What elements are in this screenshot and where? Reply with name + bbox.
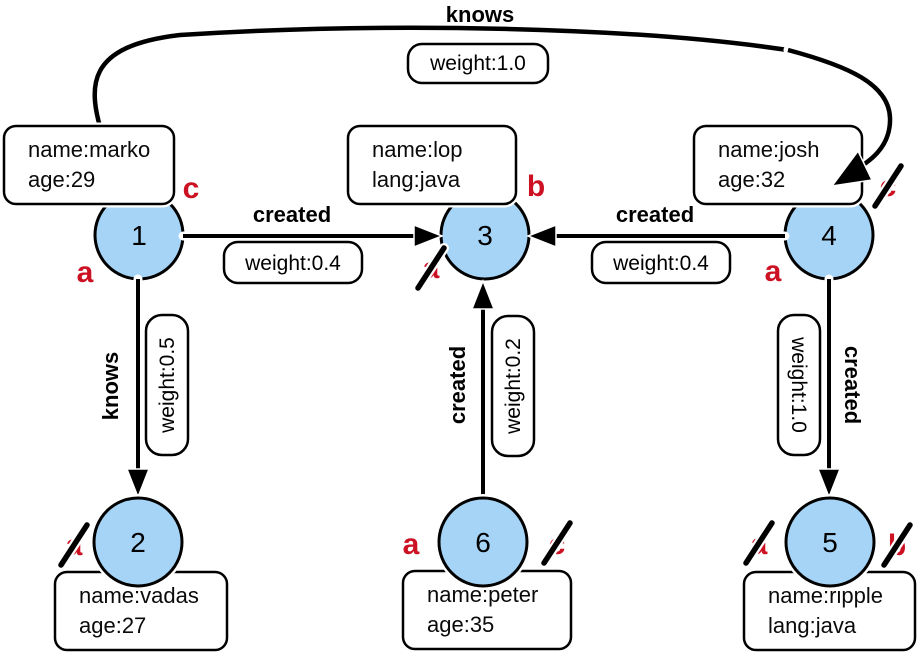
edge-created-4-5 (816, 274, 842, 500)
vertex-1-label: 1 (131, 220, 147, 251)
weight-box-created-4-5: weight:1.0 (774, 311, 824, 459)
props-box-lop: name:lop lang:java (344, 122, 520, 208)
weight-knows-1-4-text: weight:1.0 (429, 52, 526, 75)
vertex-6-circle (437, 496, 529, 588)
edge-created-6-3-arrowhead (470, 278, 496, 310)
edge-knows-1-4-body (90, 23, 805, 145)
vertex-3-label: 3 (477, 220, 493, 251)
props-peter-line2: age:35 (427, 612, 494, 637)
edge-label-knows-1-4: knows (446, 2, 514, 27)
weight-box-created-1-3-rect (222, 240, 364, 285)
edge-created-1-3-arrowhead (413, 223, 445, 249)
annotation-b-vertex3: b (527, 170, 545, 203)
edge-created-4-5-arrowhead (816, 468, 842, 500)
annotation-a-vertex1: a (77, 256, 94, 289)
annotations-layer: c a b a c a a a c a b (56, 161, 915, 570)
weight-box-knows-1-4: weight:1.0 (404, 40, 552, 87)
vertex-4-label: 4 (821, 220, 837, 251)
strike-slash-a-vertex3-line (415, 245, 447, 291)
vertex-2 (90, 494, 186, 590)
edge-created-6-3 (470, 278, 496, 503)
weight-box-created-6-3: weight:0.2 (488, 312, 538, 460)
props-josh-line2: age:32 (718, 167, 785, 192)
props-box-josh: name:josh age:32 (690, 122, 866, 208)
strike-slash-a-vertex2-line (58, 522, 90, 568)
weight-box-created-6-3-rect (490, 314, 536, 458)
props-marko-line2: age:29 (28, 167, 95, 192)
props-box-marko-rect (2, 124, 176, 206)
strike-slash-a-vertex5-line (743, 520, 775, 566)
strike-slash-c-vertex6-line (541, 520, 573, 566)
edge-created-4-3-arrowhead (525, 223, 557, 249)
props-box-lop-rect (346, 124, 518, 206)
weight-box-knows-1-4-rect (406, 42, 550, 85)
edge-knows-arrowhead (830, 149, 874, 188)
strike-slash-b-vertex5-line (881, 522, 913, 568)
vertex-5-label: 5 (822, 527, 838, 558)
props-lop-line1: name:lop (372, 137, 463, 162)
weight-box-created-4-3-rect (590, 240, 732, 285)
props-box-marko: name:marko age:29 (0, 122, 178, 208)
edge-label-knows-1-2: knows (98, 352, 123, 420)
edge-label-created-1-3: created (253, 202, 331, 227)
edge-knows-1-2-arrowhead (125, 468, 151, 500)
weight-box-created-4-5-rect (776, 313, 822, 457)
weight-created-6-3-text: weight:0.2 (502, 338, 525, 435)
props-vadas-line2: age:27 (79, 613, 146, 638)
vertex-2-circle (92, 496, 184, 588)
weight-box-created-4-3: weight:0.4 (588, 238, 734, 287)
props-lop-line2: lang:java (372, 167, 461, 192)
weight-box-created-1-3: weight:0.4 (220, 238, 366, 287)
weight-created-1-3-text: weight:0.4 (244, 252, 341, 275)
edge-label-created-6-3: created (445, 346, 470, 424)
vertex-5 (782, 494, 878, 590)
edge-knows-tail-path (787, 47, 893, 175)
props-josh-line1: name:josh (718, 137, 820, 162)
weight-box-knows-1-2-rect (144, 313, 190, 457)
annotation-a-vertex6: a (403, 528, 420, 561)
weight-created-4-5-text: weight:1.0 (787, 336, 810, 433)
annotation-c-vertex1: c (183, 172, 200, 205)
strike-slash-c-vertex4-line (872, 163, 904, 209)
weight-knows-1-2-text: weight:0.5 (156, 337, 179, 434)
edge-knows-1-2 (125, 274, 151, 500)
edge-created-1-3 (178, 223, 445, 249)
vertex-5-circle (784, 496, 876, 588)
vertex-6 (435, 494, 531, 590)
annotation-a-vertex4: a (765, 255, 782, 288)
weight-created-4-3-text: weight:0.4 (612, 252, 709, 275)
props-marko-line1: name:marko (28, 137, 150, 162)
vertex-6-label: 6 (475, 527, 491, 558)
edge-knows-1-4-path (92, 25, 801, 141)
weight-box-knows-1-2: weight:0.5 (142, 311, 192, 459)
edge-knows-1-4-tail (783, 45, 895, 188)
edge-created-4-3 (525, 223, 790, 249)
vertex-2-label: 2 (130, 527, 146, 558)
edge-label-created-4-5: created (840, 346, 865, 424)
props-ripple-line2: lang:java (768, 613, 857, 638)
edge-label-created-4-3: created (616, 202, 694, 227)
